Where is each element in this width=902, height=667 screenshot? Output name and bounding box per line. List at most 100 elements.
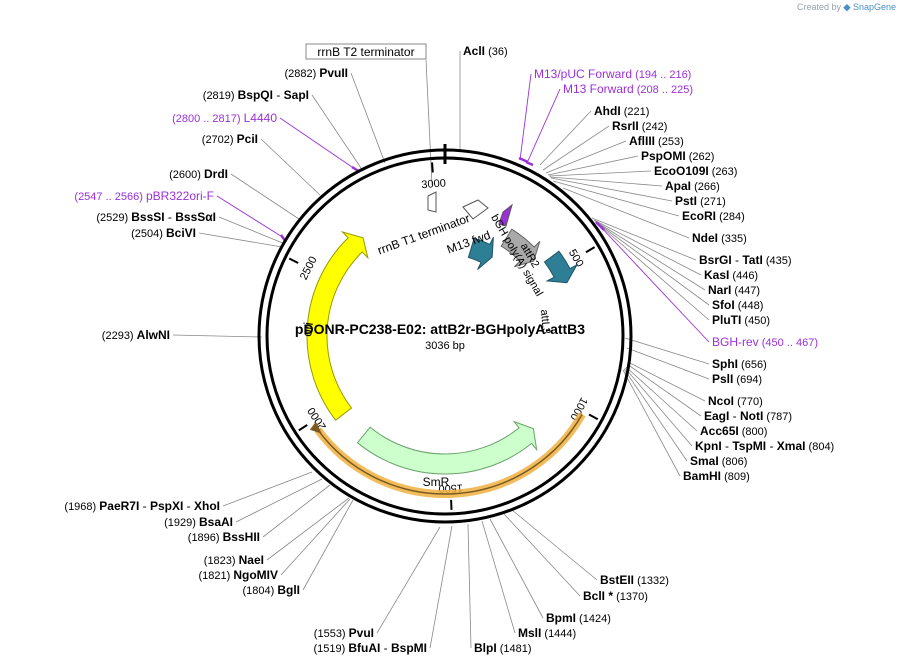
site-position: (1481) xyxy=(497,643,532,655)
restriction-site-label: EagI - NotI (787) xyxy=(704,409,792,423)
restriction-site-label: (2293) AlwNI xyxy=(102,328,170,342)
site-name: MslI xyxy=(518,626,541,640)
site-position: (435) xyxy=(763,255,792,267)
site-name: PvuII xyxy=(319,66,348,80)
site-name: BssSI xyxy=(131,210,164,224)
primer-binding-mark xyxy=(525,160,534,167)
site-position: (1444) xyxy=(541,628,576,640)
site-position: (806) xyxy=(719,456,748,468)
site-name: PciI xyxy=(237,132,258,146)
plasmid-name: pDONR-PC238-E02: attB2r-BGHpolyA-attB3 xyxy=(295,321,585,337)
site-leader xyxy=(545,140,627,174)
restriction-site-label: (2600) DrdI xyxy=(169,167,228,181)
site-name: BsaAI xyxy=(199,515,233,529)
restriction-site-label: AhdI (221) xyxy=(594,104,649,118)
site-name: BssSαI xyxy=(175,210,216,224)
site-leader xyxy=(429,525,453,649)
restriction-site-label: (2529) BssSI - BssSαI xyxy=(96,210,216,224)
highlight-arrowhead xyxy=(309,421,322,434)
site-leader xyxy=(302,499,354,591)
site-leader xyxy=(594,220,706,291)
primer-label: (2547 .. 2566) pBR322ori-F xyxy=(74,189,214,203)
site-position: (262) xyxy=(686,151,715,163)
site-position: (2504) xyxy=(131,228,166,240)
site-name: RsrII xyxy=(612,119,639,133)
site-leader xyxy=(550,177,673,202)
tick-mark-2000 xyxy=(298,424,308,432)
site-position: (809) xyxy=(721,471,750,483)
site-position: (2702) xyxy=(202,134,237,146)
site-position: (1896) xyxy=(188,532,223,544)
site-leader xyxy=(266,497,350,561)
site-name: BciVI xyxy=(166,226,196,240)
site-position: (770) xyxy=(734,396,763,408)
rrnb-t2-label: rrnB T2 terminator xyxy=(317,45,414,59)
site-name: BlpI xyxy=(474,641,497,655)
tick-label: 3000 xyxy=(421,177,446,191)
restriction-site-label: (1823) NaeI xyxy=(204,553,264,567)
site-position: (2882) xyxy=(284,68,319,80)
primer-label: M13/pUC Forward (194 .. 216) xyxy=(534,67,691,81)
site-leader-lines xyxy=(172,51,710,649)
rrnb-t1-feature-arrow xyxy=(462,199,489,220)
site-name: BfuAI xyxy=(348,641,380,655)
restriction-site-label: (1968) PaeR7I - PspXI - XhoI xyxy=(64,499,220,513)
restriction-site-label: BsrGI - TatI (435) xyxy=(699,253,792,267)
restriction-site-label: (1553) PvuI xyxy=(314,626,374,640)
snapgene-logo-icon: ◆ xyxy=(843,2,851,12)
snapgene-credit: Created by ◆ SnapGene xyxy=(797,2,896,13)
site-leader xyxy=(622,369,681,477)
site-position: (2600) xyxy=(169,169,204,181)
restriction-site-label: (2504) BciVI xyxy=(131,226,196,240)
site-name: AhdI xyxy=(594,104,621,118)
site-leader xyxy=(489,518,544,619)
site-leader xyxy=(623,368,688,462)
site-leader xyxy=(262,484,331,538)
bgh-polya-feature-arrow xyxy=(500,228,541,268)
site-leader xyxy=(562,187,690,239)
site-name: XmaI xyxy=(777,439,806,453)
tick-label: 2500 xyxy=(298,255,320,282)
site-name: KpnI xyxy=(695,439,722,453)
site-leader xyxy=(481,520,516,634)
ori-feature-arrow xyxy=(306,231,369,421)
site-name: TspMI xyxy=(732,439,766,453)
site-position: (787) xyxy=(763,411,792,423)
primer-range: (2547 .. 2566) xyxy=(74,191,146,203)
primer-name: M13 Forward xyxy=(563,82,634,96)
primer-name: M13/pUC Forward xyxy=(534,67,632,81)
restriction-site-label: (2702) PciI xyxy=(202,132,258,146)
restriction-site-label: Acc65I (800) xyxy=(700,424,767,438)
primer-name: L4440 xyxy=(244,111,278,125)
site-position: (1821) xyxy=(198,570,233,582)
primer-label: BGH-rev (450 .. 467) xyxy=(712,335,818,349)
site-name: NdeI xyxy=(692,231,718,245)
site-name: NaeI xyxy=(239,553,264,567)
site-leader xyxy=(280,498,351,576)
credit-brand: SnapGene xyxy=(852,2,896,12)
site-leader xyxy=(539,110,592,166)
site-position: (2819) xyxy=(203,90,238,102)
site-name: TatI xyxy=(742,253,762,267)
site-leader xyxy=(625,366,698,432)
site-position: (1553) xyxy=(314,628,349,640)
restriction-site-label: NdeI (335) xyxy=(692,231,747,245)
restriction-site-label: (1929) BsaAI xyxy=(164,515,233,529)
site-leader xyxy=(467,523,472,649)
site-name: Acc65I xyxy=(700,424,739,438)
primer-name: pBR322ori-F xyxy=(146,189,214,203)
site-leader xyxy=(624,367,693,447)
site-name: NgoMIV xyxy=(233,568,278,582)
primer-label: (2800 .. 2817) L4440 xyxy=(172,111,277,125)
restriction-site-label: BclI * (1370) xyxy=(583,589,648,603)
site-name: AlwNI xyxy=(137,328,170,342)
site-name: AflIII xyxy=(629,134,655,148)
primer-binding-mark xyxy=(595,221,605,231)
site-name: NarI xyxy=(708,283,731,297)
site-position: (1968) xyxy=(64,501,99,513)
selection-highlight-line xyxy=(317,414,583,495)
site-position: (1424) xyxy=(576,613,611,625)
site-leader xyxy=(222,471,313,507)
site-leader xyxy=(547,155,639,176)
